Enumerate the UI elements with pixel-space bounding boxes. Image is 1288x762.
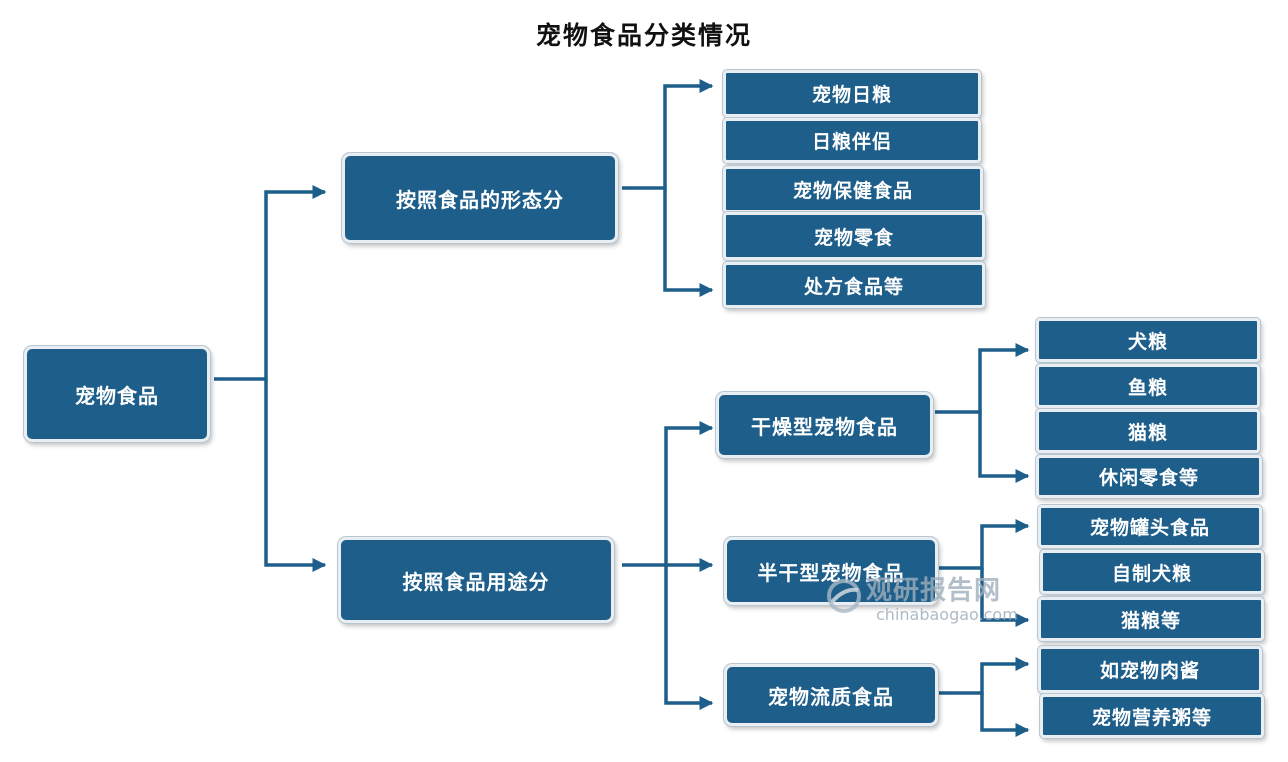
- group-liquid-node: 宠物流质食品: [724, 664, 938, 726]
- watermark-name: 观研报告网: [866, 576, 1002, 606]
- branch-use-node: 按照食品用途分: [338, 537, 614, 623]
- group-dry-node: 干燥型宠物食品: [716, 392, 933, 458]
- dry-item-node: 猫粮: [1036, 409, 1260, 453]
- semi-item-node: 自制犬粮: [1040, 550, 1264, 594]
- form-item-node: 宠物日粮: [723, 70, 981, 117]
- watermark: 观研报告网 chinabaogao.com: [820, 570, 1018, 624]
- dry-item-node: 犬粮: [1036, 318, 1260, 362]
- liquid-item-node: 如宠物肉酱: [1038, 646, 1262, 693]
- semi-item-node: 宠物罐头食品: [1038, 505, 1262, 548]
- liquid-item-node: 宠物营养粥等: [1040, 694, 1264, 738]
- watermark-url: chinabaogao.com: [876, 605, 1018, 624]
- form-item-node: 宠物保健食品: [723, 166, 983, 213]
- form-item-node: 处方食品等: [723, 262, 985, 308]
- dry-item-node: 鱼粮: [1036, 364, 1260, 408]
- branch-form-node: 按照食品的形态分: [342, 153, 618, 243]
- group-semi-node: 半干型宠物食品: [724, 537, 938, 605]
- semi-item-node: 猫粮等: [1038, 597, 1264, 641]
- diagram-title: 宠物食品分类情况: [535, 21, 752, 50]
- form-item-node: 日粮伴侣: [723, 118, 981, 163]
- dry-item-node: 休闲零食等: [1036, 455, 1262, 498]
- root-node: 宠物食品: [24, 346, 210, 442]
- watermark-logo-icon: [827, 579, 861, 613]
- form-item-node: 宠物零食: [723, 212, 985, 260]
